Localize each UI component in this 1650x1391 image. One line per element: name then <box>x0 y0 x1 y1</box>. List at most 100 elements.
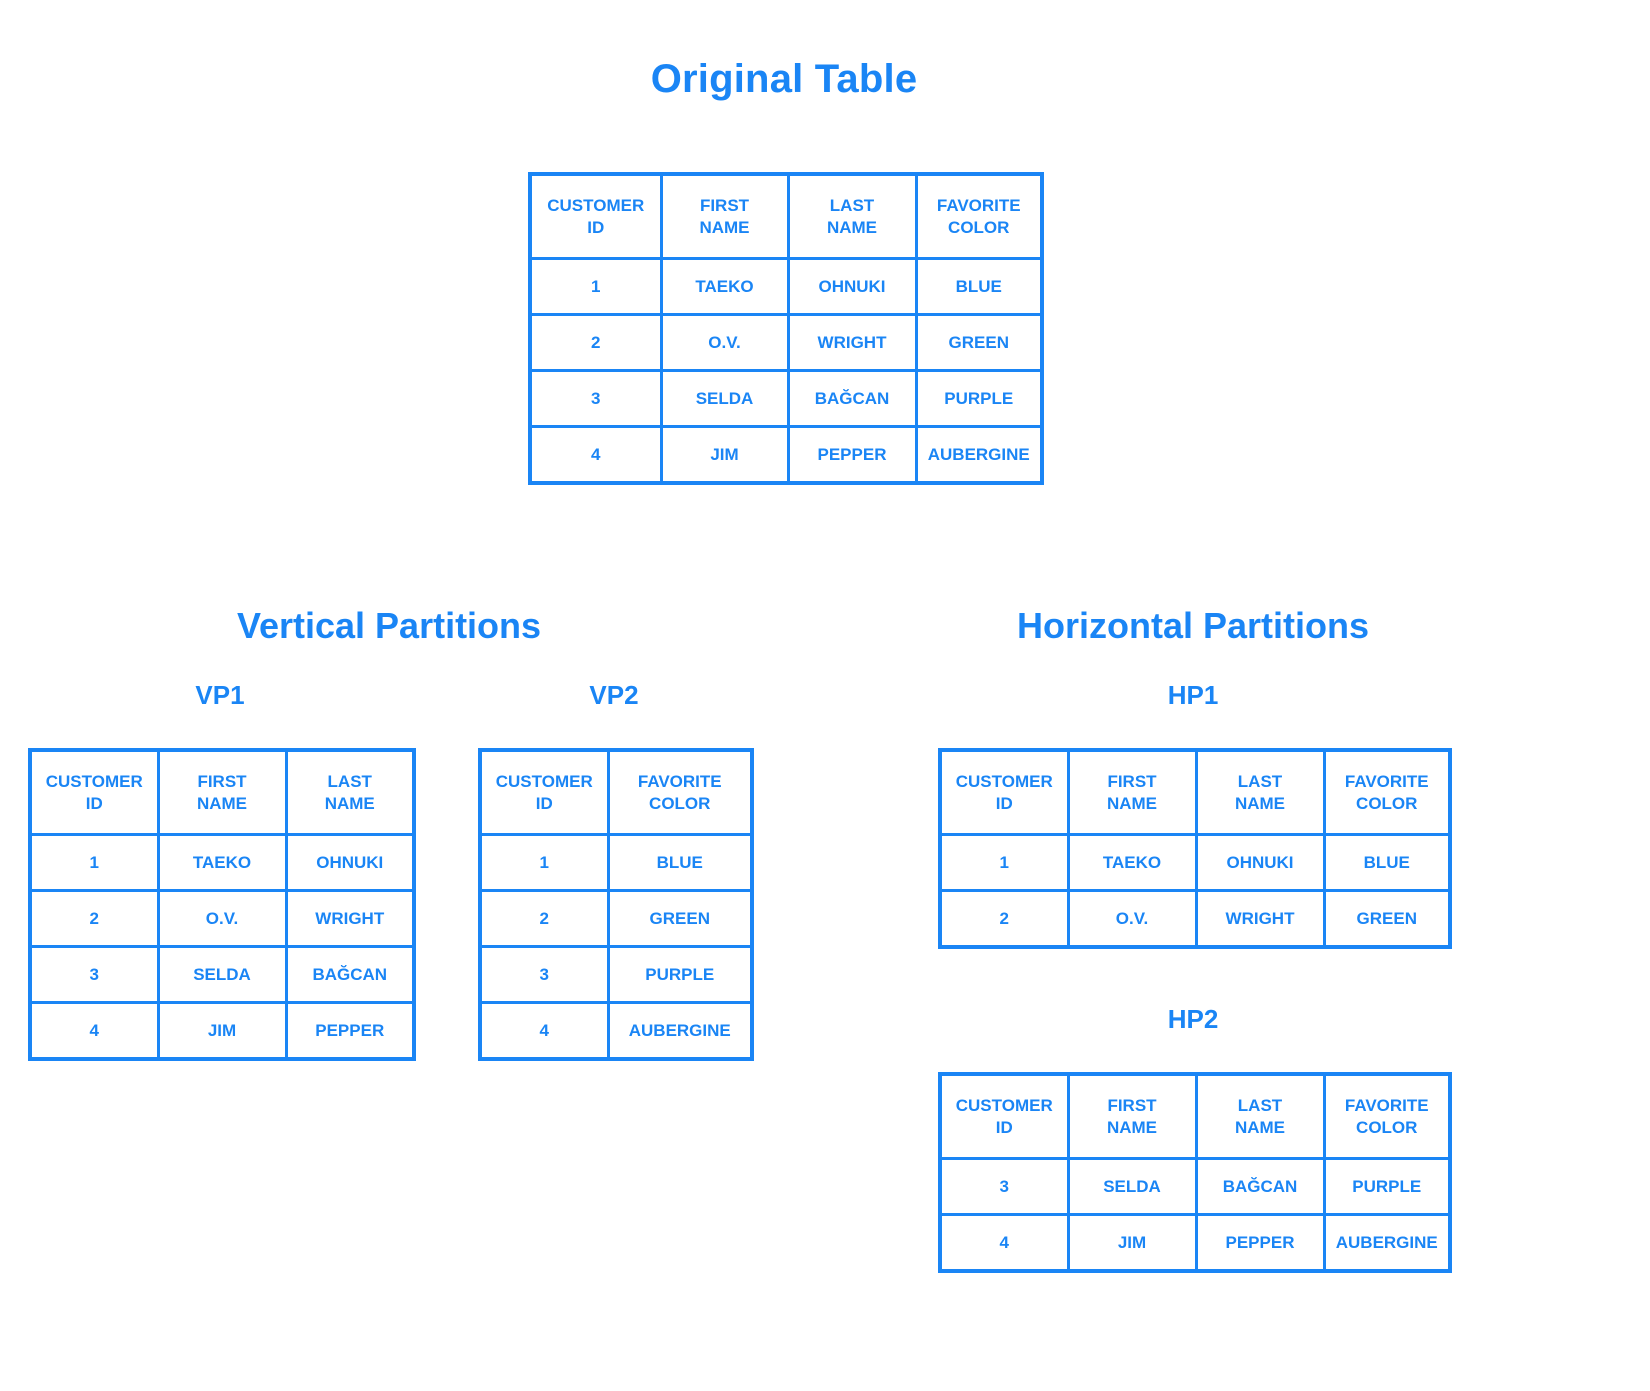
table-cell: SELDA <box>1066 1157 1198 1216</box>
table-cell: BLUE <box>1322 833 1452 892</box>
table-cell: 1 <box>528 257 663 316</box>
table-cell: AUBERGINE <box>914 425 1044 485</box>
hp1-label: HP1 <box>1167 680 1219 710</box>
table-cell: BLUE <box>914 257 1044 316</box>
table-cell: PURPLE <box>914 369 1044 428</box>
table-cell: GREEN <box>1322 889 1452 949</box>
table-cell: BAĞCAN <box>284 945 416 1004</box>
vp2-label: VP2 <box>589 680 639 710</box>
table-cell: TAEKO <box>156 833 288 892</box>
table-cell: 1 <box>28 833 160 892</box>
horizontal-partitions-title: Horizontal Partitions <box>1016 605 1370 646</box>
table-cell: BLUE <box>606 833 754 892</box>
table-cell: O.V. <box>659 313 790 372</box>
table-cell: JIM <box>156 1001 288 1061</box>
table-cell: 3 <box>28 945 160 1004</box>
table-cell: 2 <box>938 889 1070 949</box>
table-cell: BAĞCAN <box>1194 1157 1326 1216</box>
table-cell: 1 <box>478 833 610 892</box>
table-cell: 2 <box>28 889 160 948</box>
table-cell: OHNUKI <box>786 257 918 316</box>
vertical-partitions-title: Vertical Partitions <box>236 605 542 646</box>
table-cell: OHNUKI <box>1194 833 1326 892</box>
table-cell: PURPLE <box>1322 1157 1452 1216</box>
table-cell: PEPPER <box>284 1001 416 1061</box>
table-cell: 1 <box>938 833 1070 892</box>
table-cell: O.V. <box>156 889 288 948</box>
table-cell: AUBERGINE <box>1322 1213 1452 1273</box>
table-cell: WRIGHT <box>1194 889 1326 949</box>
table-cell: GREEN <box>606 889 754 948</box>
table-cell: TAEKO <box>659 257 790 316</box>
table-cell: 4 <box>478 1001 610 1061</box>
table-cell: 3 <box>938 1157 1070 1216</box>
table-cell: 4 <box>528 425 663 485</box>
table-cell: 4 <box>28 1001 160 1061</box>
original-table-title: Original Table <box>650 57 918 101</box>
table-cell: SELDA <box>156 945 288 1004</box>
table-cell: TAEKO <box>1066 833 1198 892</box>
table-cell: O.V. <box>1066 889 1198 949</box>
table-cell: SELDA <box>659 369 790 428</box>
table-cell: GREEN <box>914 313 1044 372</box>
table-cell: JIM <box>659 425 790 485</box>
table-cell: 3 <box>478 945 610 1004</box>
table-cell: 3 <box>528 369 663 428</box>
table-cell: JIM <box>1066 1213 1198 1273</box>
table-cell: PEPPER <box>1194 1213 1326 1273</box>
table-cell: OHNUKI <box>284 833 416 892</box>
table-cell: BAĞCAN <box>786 369 918 428</box>
table-cell: 2 <box>528 313 663 372</box>
table-cell: WRIGHT <box>284 889 416 948</box>
table-cell: PEPPER <box>786 425 918 485</box>
vp1-label: VP1 <box>195 680 245 710</box>
table-cell: AUBERGINE <box>606 1001 754 1061</box>
table-cell: 4 <box>938 1213 1070 1273</box>
table-cell: WRIGHT <box>786 313 918 372</box>
